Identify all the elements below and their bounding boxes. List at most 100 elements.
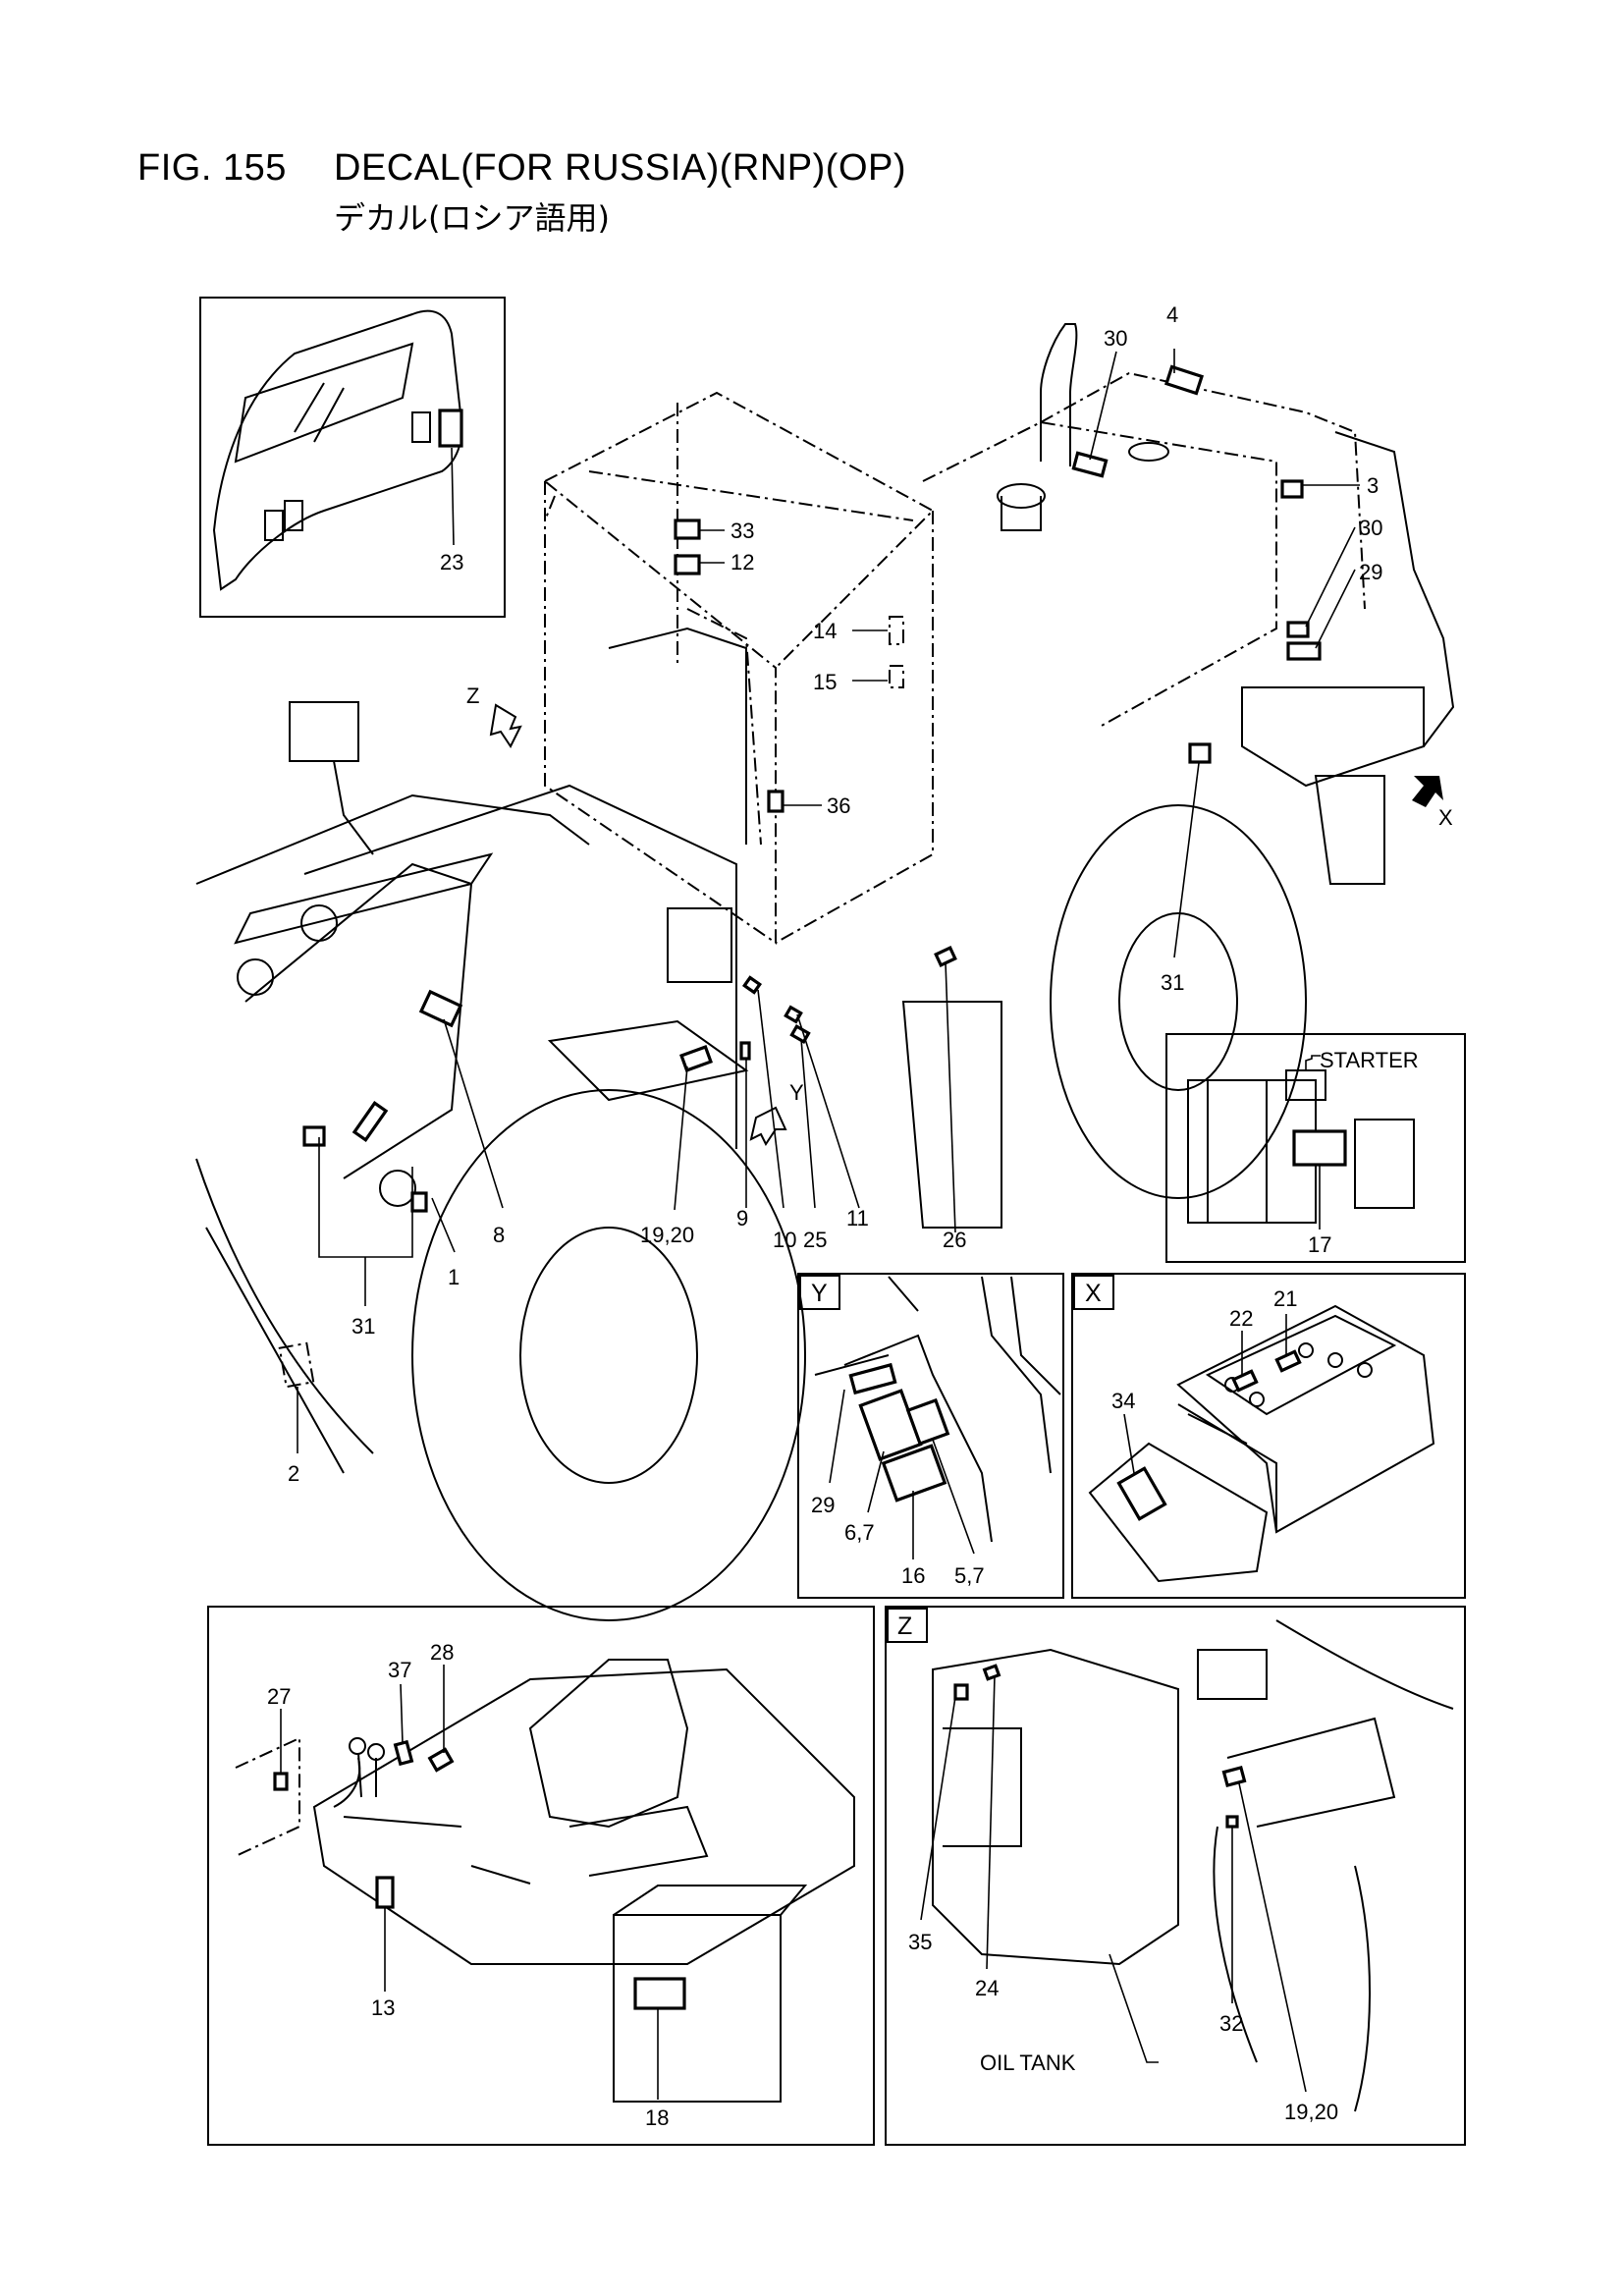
pivot-pin bbox=[237, 958, 274, 996]
decal-2 bbox=[278, 1341, 315, 1389]
rear-body bbox=[1334, 431, 1455, 747]
arrow-x bbox=[1412, 776, 1443, 807]
decal-17 bbox=[1292, 1129, 1347, 1167]
leader-19-20 bbox=[674, 1066, 688, 1211]
fuel-cap bbox=[1128, 442, 1169, 462]
decal-4 bbox=[1163, 364, 1205, 396]
inset-dashboard-frame bbox=[199, 297, 506, 618]
decal-29-y bbox=[848, 1362, 897, 1395]
x-view-tag bbox=[1073, 1275, 1114, 1310]
y-top-line bbox=[888, 1276, 919, 1312]
main-leaders bbox=[297, 349, 1360, 1453]
inset-starter: STARTER 17 bbox=[1165, 1033, 1466, 1263]
boom-top bbox=[195, 793, 590, 885]
engine-hood bbox=[922, 420, 1277, 728]
battery-box-outer bbox=[1176, 1304, 1435, 1534]
callout-23: 23 bbox=[440, 550, 463, 574]
callout-14: 14 bbox=[813, 619, 837, 643]
callout-13: 13 bbox=[371, 1995, 395, 2020]
decal-28 bbox=[427, 1747, 455, 1773]
lever-left bbox=[357, 1752, 362, 1798]
leader-34 bbox=[1123, 1413, 1135, 1474]
arrow-z bbox=[489, 703, 522, 748]
decal-31a bbox=[352, 1101, 389, 1142]
decal-33 bbox=[674, 519, 701, 540]
callout-30: 30 bbox=[1104, 326, 1127, 351]
solenoid bbox=[1285, 1069, 1326, 1101]
decal-13 bbox=[375, 1876, 395, 1909]
lift-cylinder bbox=[234, 852, 494, 945]
leader-1 bbox=[431, 1197, 456, 1253]
z-view-label: Z bbox=[897, 1613, 912, 1640]
callout-9: 9 bbox=[736, 1206, 748, 1230]
z-tire-lines bbox=[1213, 1826, 1371, 2112]
callout-28: 28 bbox=[430, 1640, 454, 1665]
y-view-label: Y bbox=[811, 1280, 828, 1307]
console-top bbox=[613, 1885, 808, 1916]
leader-31-rear bbox=[1173, 762, 1200, 958]
decal-37 bbox=[393, 1739, 414, 1767]
leader-30b bbox=[1305, 526, 1356, 628]
rear-step bbox=[1314, 775, 1385, 885]
decal-10 bbox=[741, 975, 763, 995]
label-x-arrow: X bbox=[1438, 805, 1453, 830]
decal-30 bbox=[1286, 621, 1310, 638]
cab-roof-front bbox=[544, 391, 935, 669]
dashboard-switch bbox=[284, 500, 303, 531]
leader-29 bbox=[1315, 569, 1356, 649]
leader-30a bbox=[1089, 351, 1117, 461]
inset-dashboard: 23 bbox=[199, 297, 506, 618]
air-cleaner-cap bbox=[997, 483, 1046, 509]
decal-30 bbox=[1071, 451, 1109, 478]
battery-terminal bbox=[1357, 1362, 1373, 1378]
decal-21 bbox=[1274, 1349, 1302, 1373]
inset-starter-frame bbox=[1165, 1033, 1466, 1263]
steering-lever bbox=[470, 1865, 531, 1885]
callout-22: 22 bbox=[1229, 1306, 1253, 1331]
inset-x-view: X 22 21 34 bbox=[1071, 1273, 1466, 1599]
floor-outline bbox=[312, 1667, 855, 1965]
z-step bbox=[1226, 1717, 1396, 1828]
callout-27: 27 bbox=[267, 1684, 291, 1709]
callout-36: 36 bbox=[827, 793, 850, 818]
battery-terminal bbox=[1249, 1392, 1265, 1407]
leader-25 bbox=[800, 1038, 816, 1209]
decal-6-7 bbox=[858, 1389, 923, 1461]
callout-33: 33 bbox=[730, 519, 754, 543]
arrow-y bbox=[749, 1106, 787, 1146]
decal-14 bbox=[889, 616, 904, 645]
decal-31 bbox=[1188, 742, 1212, 764]
wall-panel bbox=[235, 1736, 300, 1857]
inset-cab-interior: 27 37 28 13 18 bbox=[207, 1606, 875, 2146]
callout-30b: 30 bbox=[1359, 516, 1382, 540]
pivot-pin bbox=[379, 1170, 416, 1207]
leader-10 bbox=[757, 989, 784, 1209]
oil-tank-panel bbox=[943, 1727, 1022, 1847]
callout-19-20-z: 19,20 bbox=[1284, 2100, 1338, 2124]
decal-1 bbox=[410, 1191, 428, 1213]
work-light-bracket bbox=[333, 760, 374, 855]
leader-26 bbox=[945, 961, 956, 1233]
y-pillar-lines bbox=[981, 1276, 1061, 1474]
decal-31b bbox=[302, 1125, 326, 1147]
battery-top bbox=[1205, 1314, 1397, 1416]
decal-19-20 bbox=[678, 1044, 714, 1073]
label-z-arrow: Z bbox=[466, 683, 479, 708]
label-oil-tank: OIL TANK bbox=[980, 2050, 1076, 2075]
callout-10: 10 bbox=[773, 1228, 796, 1252]
callout-34: 34 bbox=[1111, 1389, 1135, 1413]
leader-19-20-z bbox=[1238, 1782, 1307, 2093]
battery-terminal bbox=[1327, 1352, 1343, 1368]
starter-ribs bbox=[1207, 1080, 1268, 1223]
engine-top bbox=[1040, 371, 1366, 610]
z-view-tag bbox=[887, 1608, 928, 1643]
leader-35 bbox=[920, 1696, 956, 1921]
front-wheel bbox=[411, 1089, 806, 1621]
callout-21: 21 bbox=[1273, 1286, 1297, 1311]
dashboard-gauge-panel bbox=[234, 342, 414, 464]
step-plate bbox=[547, 1019, 749, 1102]
decal-3 bbox=[1280, 479, 1304, 499]
decal-24 bbox=[982, 1664, 1001, 1681]
callout-6-7: 6,7 bbox=[844, 1520, 875, 1545]
leader-29-y bbox=[829, 1389, 845, 1484]
